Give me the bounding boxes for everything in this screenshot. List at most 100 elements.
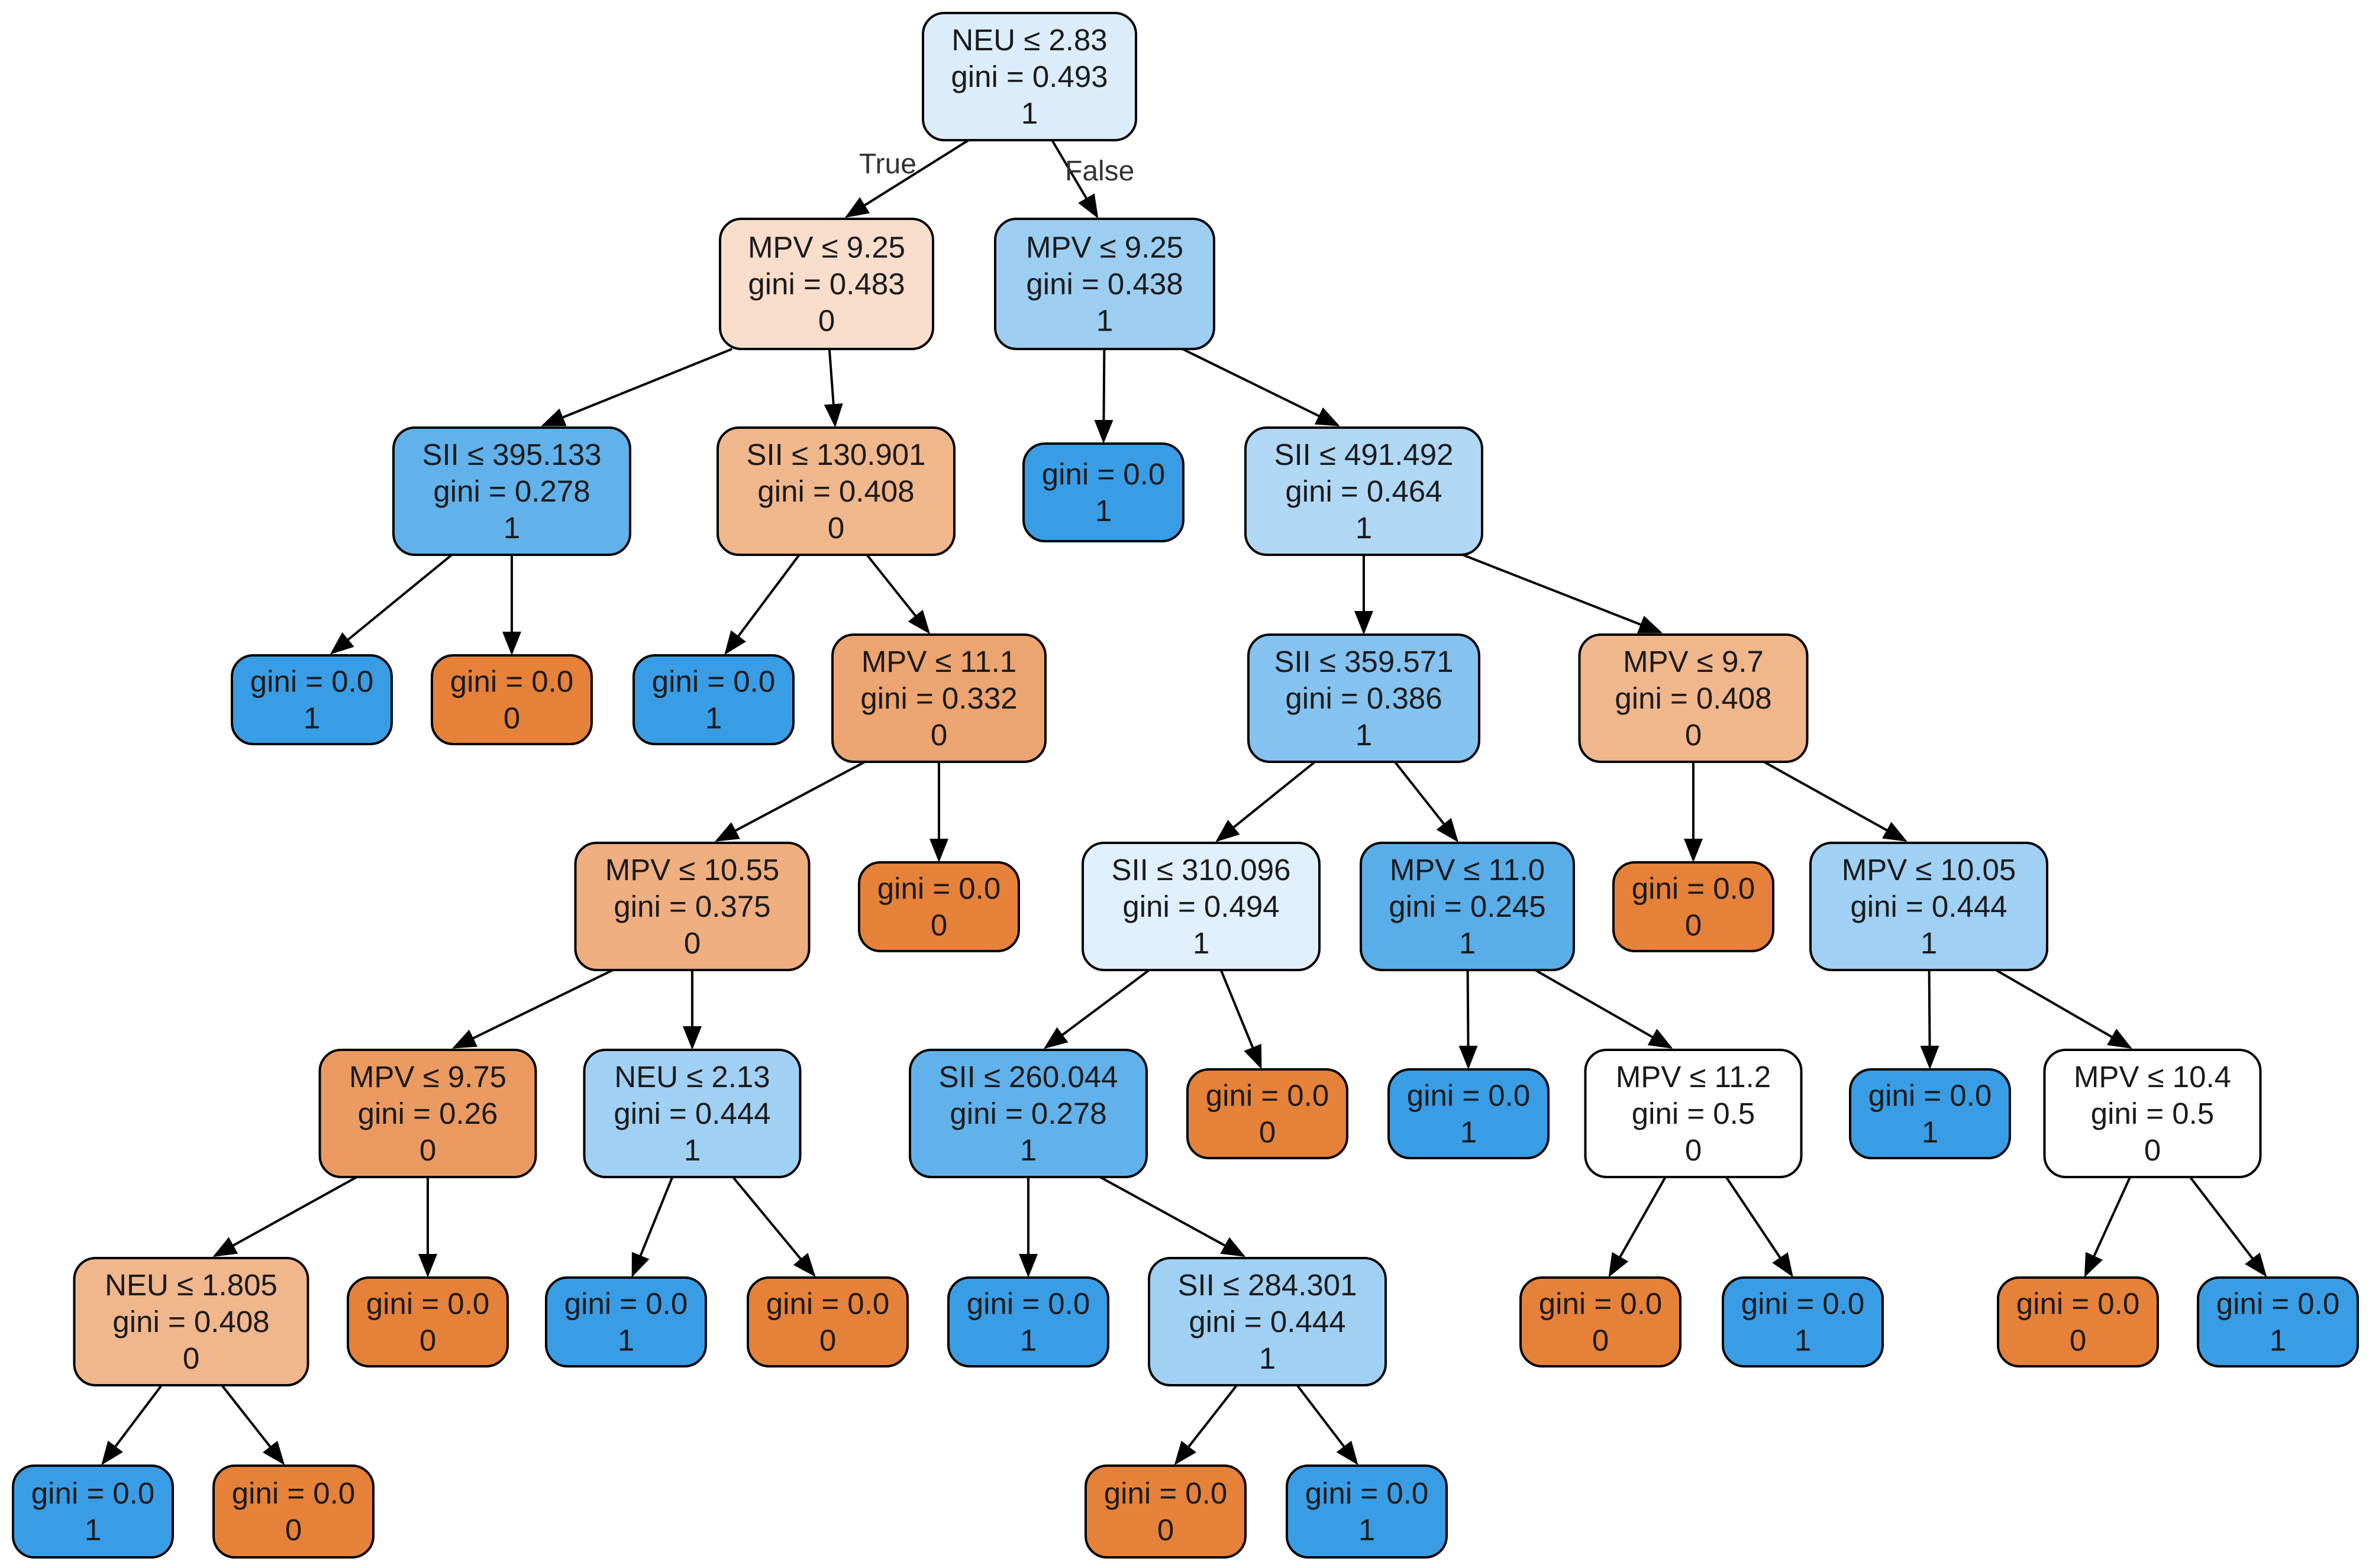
- node-class-label: 1: [2270, 1323, 2286, 1357]
- node-box: [583, 1049, 802, 1178]
- node-box: [922, 12, 1137, 141]
- node-class-label: 1: [1020, 1323, 1037, 1357]
- node-split-label: MPV ≤ 9.75: [349, 1060, 506, 1094]
- tree-edge: [101, 1384, 163, 1466]
- node-box: [347, 1276, 509, 1367]
- node-class-label: 0: [931, 718, 947, 752]
- node-gini-label: gini = 0.5: [2091, 1097, 2214, 1130]
- node-class-label: 0: [1157, 1513, 1174, 1547]
- node-gini-label: gini = 0.332: [860, 681, 1017, 715]
- node-class-label: 0: [2144, 1133, 2161, 1167]
- tree-edge: [1219, 969, 1262, 1069]
- node-gini-label: gini = 0.26: [358, 1097, 498, 1130]
- node-box: [719, 218, 934, 350]
- tree-edge: [732, 1176, 816, 1278]
- node-gini-label: gini = 0.0: [232, 1476, 355, 1510]
- tree-edge: [1215, 761, 1316, 842]
- node-class-label: 0: [504, 701, 520, 735]
- node-gini-label: gini = 0.0: [250, 664, 373, 698]
- leaf-node: gini = 0.00: [1085, 1464, 1247, 1559]
- node-box: [858, 861, 1020, 952]
- node-gini-label: gini = 0.375: [614, 890, 770, 923]
- node-split-label: MPV ≤ 9.7: [1623, 645, 1764, 678]
- node-box: [1148, 1257, 1387, 1386]
- node-box: [73, 1257, 309, 1386]
- node-gini-label: gini = 0.444: [1189, 1305, 1345, 1339]
- node-gini-label: gini = 0.483: [748, 267, 905, 300]
- node-gini-label: gini = 0.0: [766, 1286, 889, 1320]
- node-split-label: MPV ≤ 11.2: [1616, 1060, 1771, 1094]
- node-box: [632, 654, 795, 745]
- node-split-label: SII ≤ 130.901: [746, 438, 925, 471]
- node-split-label: SII ≤ 491.492: [1274, 438, 1453, 471]
- node-class-label: 0: [1685, 718, 1702, 752]
- node-box: [231, 654, 393, 745]
- tree-edge: [1182, 348, 1340, 426]
- node-box: [392, 426, 631, 556]
- node-box: [831, 633, 1047, 763]
- node-gini-label: gini = 0.0: [1539, 1286, 1662, 1320]
- node-box: [1849, 1068, 2011, 1159]
- edges-layer: [101, 139, 2267, 1466]
- node-gini-label: gini = 0.494: [1122, 890, 1279, 923]
- node-class-label: 0: [1259, 1115, 1276, 1149]
- node-class-label: 0: [1685, 908, 1702, 942]
- leaf-node: gini = 0.00: [431, 654, 593, 745]
- node-box: [1022, 442, 1184, 542]
- tree-edge: [212, 1176, 357, 1257]
- node-class-label: 1: [1355, 718, 1372, 752]
- node-class-label: 1: [618, 1323, 634, 1357]
- tree-edge: [221, 1384, 285, 1466]
- node-class-label: 1: [504, 511, 520, 545]
- node-box: [994, 218, 1215, 350]
- node-gini-label: gini = 0.0: [652, 664, 775, 698]
- node-box: [545, 1276, 707, 1367]
- node-split-label: MPV ≤ 9.25: [748, 230, 905, 264]
- node-class-label: 0: [419, 1133, 436, 1167]
- node-split-label: MPV ≤ 10.05: [1842, 853, 2016, 887]
- node-split-label: MPV ≤ 9.25: [1026, 230, 1183, 264]
- node-class-label: 0: [828, 511, 844, 545]
- node-gini-label: gini = 0.444: [1850, 890, 2007, 923]
- node-gini-label: gini = 0.464: [1285, 474, 1442, 508]
- node-split-label: SII ≤ 284.301: [1177, 1268, 1357, 1302]
- node-gini-label: gini = 0.0: [1206, 1078, 1329, 1112]
- tree-edge: [1296, 1384, 1358, 1466]
- node-class-label: 0: [183, 1341, 199, 1375]
- node-split-label: MPV ≤ 11.1: [861, 645, 1016, 678]
- node-box: [1387, 1068, 1550, 1159]
- tree-edge: [1608, 1176, 1667, 1278]
- node-class-label: 1: [705, 701, 722, 735]
- node-box: [431, 654, 593, 745]
- tree-edge: [1534, 969, 1673, 1049]
- node-split-label: SII ≤ 260.044: [938, 1060, 1118, 1094]
- node-class-label: 1: [1358, 1513, 1375, 1547]
- tree-edge: [2189, 1176, 2267, 1278]
- leaf-node: gini = 0.01: [545, 1276, 707, 1367]
- node-class-label: 1: [85, 1513, 101, 1547]
- node-gini-label: gini = 0.493: [951, 60, 1108, 93]
- leaf-node: gini = 0.00: [858, 861, 1020, 952]
- node-box: [747, 1276, 909, 1367]
- node-gini-label: gini = 0.408: [1615, 681, 1771, 715]
- tree-edge: [631, 1176, 674, 1278]
- node-box: [1809, 842, 2048, 971]
- leaf-node: gini = 0.01: [947, 1276, 1109, 1367]
- node-class-label: 1: [1095, 494, 1112, 528]
- node-class-label: 1: [304, 701, 320, 735]
- leaf-node: gini = 0.00: [1186, 1068, 1348, 1159]
- tree-edge: [1174, 1384, 1238, 1466]
- node-class-label: 1: [1355, 511, 1372, 545]
- node-split-label: MPV ≤ 10.55: [605, 853, 779, 887]
- leaf-node: gini = 0.01: [12, 1464, 174, 1559]
